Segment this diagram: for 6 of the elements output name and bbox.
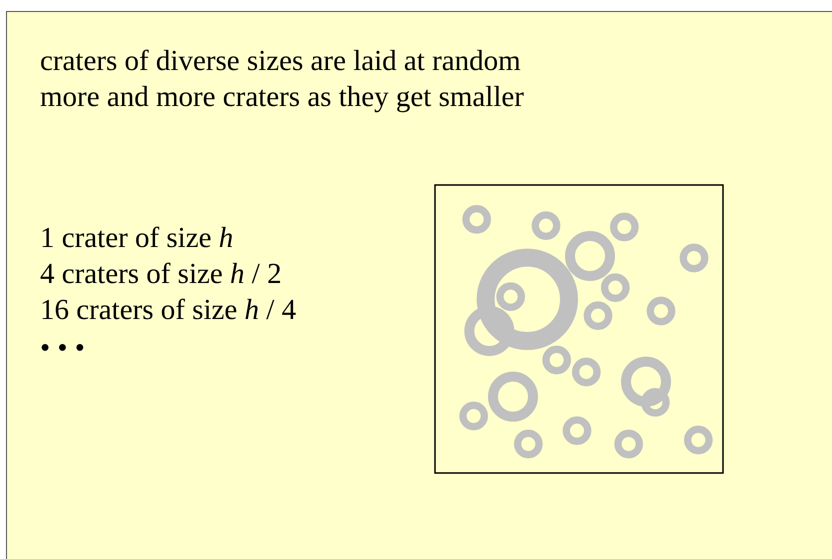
heading-text: craters of diverse sizes are laid at random — [40, 44, 521, 79]
ellipsis: • • • — [40, 331, 85, 366]
list-item: 4 craters of size h / 2 — [40, 257, 282, 292]
list-item: 16 craters of size h / 4 — [40, 293, 296, 328]
list-item: 1 crater of size h — [40, 221, 234, 256]
heading-text: more and more craters as they get smaller — [40, 80, 524, 115]
